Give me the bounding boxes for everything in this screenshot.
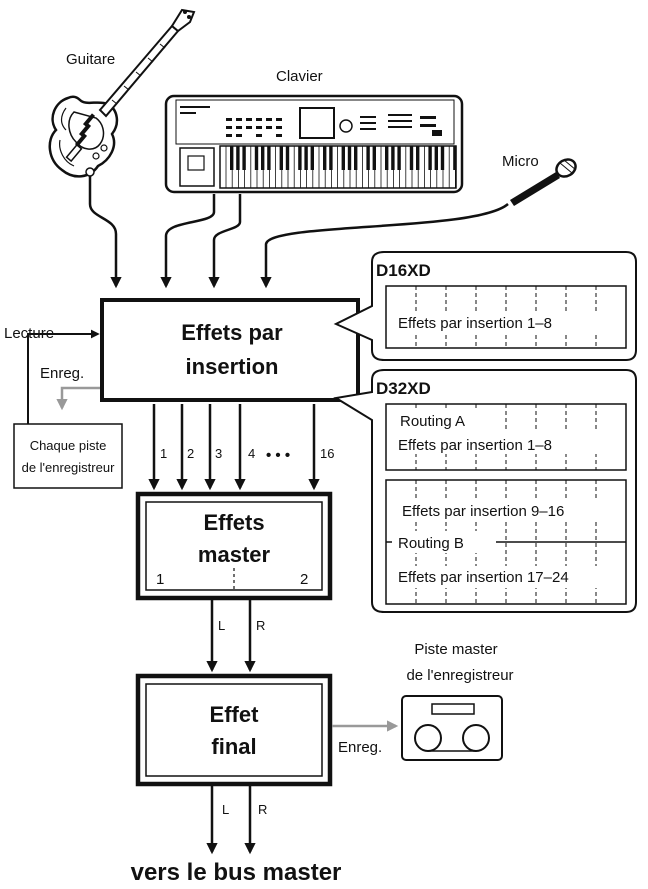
routing-a-row: Effets par insertion 1–8 (398, 437, 552, 454)
routing-b-row-2: Effets par insertion 17–24 (398, 569, 569, 586)
recorder-track-line-1: Chaque piste (30, 438, 107, 453)
insertion-effects-title-2: insertion (186, 354, 279, 379)
channel-3: 3 (215, 446, 222, 461)
mic-cable (260, 203, 509, 289)
final-record-label: Enreg. (338, 739, 382, 756)
routing-b-label: Routing B (398, 535, 464, 552)
guitar-icon (48, 8, 196, 178)
master-track-line-2: de l'enregistreur (406, 667, 513, 684)
record-arrow (56, 386, 100, 411)
recorder-track-box (13, 423, 123, 489)
keyboard-icon (164, 94, 464, 194)
channel-ellipsis: • • • (266, 447, 290, 464)
microphone-icon (510, 158, 577, 206)
channel-16: 16 (320, 446, 334, 461)
master-r-label: R (256, 618, 265, 633)
output-destination-label: vers le bus master (131, 859, 342, 886)
insertion-effects-title-1: Effets par (181, 320, 283, 345)
guitar-label: Guitare (66, 51, 115, 68)
routing-b-row-1: Effets par insertion 9–16 (402, 503, 564, 520)
record-label: Enreg. (40, 365, 84, 382)
final-effect-title-2: final (211, 734, 256, 759)
final-effect-box (135, 673, 333, 787)
master-l-label: L (218, 618, 225, 633)
tape-recorder-icon (401, 695, 503, 761)
d16xd-row: Effets par insertion 1–8 (398, 315, 552, 332)
keyboard-keys (225, 146, 457, 188)
channel-arrows (148, 404, 320, 491)
recorder-track-line-2: de l'enregistreur (22, 460, 115, 475)
master-effect-2: 2 (300, 571, 308, 588)
insertion-effects-box (100, 298, 360, 402)
keyboard-cable-1 (160, 194, 216, 289)
master-effect-1: 1 (156, 571, 164, 588)
routing-a-label: Routing A (400, 413, 465, 430)
output-l-label: L (222, 802, 229, 817)
keyboard-cable-2 (208, 194, 242, 289)
d16xd-title: D16XD (376, 261, 431, 280)
guitar-cable (88, 176, 122, 289)
master-track-line-1: Piste master (414, 641, 497, 658)
master-effects-title-1: Effets (203, 510, 264, 535)
master-effects-title-2: master (198, 542, 271, 567)
d32xd-title: D32XD (376, 379, 431, 398)
mic-label: Micro (502, 153, 539, 170)
keyboard-label: Clavier (276, 68, 323, 85)
final-effect-title-1: Effet (210, 702, 260, 727)
output-r-label: R (258, 802, 267, 817)
channel-4: 4 (248, 446, 255, 461)
channel-2: 2 (187, 446, 194, 461)
playback-line (27, 333, 62, 424)
channel-1: 1 (160, 446, 167, 461)
